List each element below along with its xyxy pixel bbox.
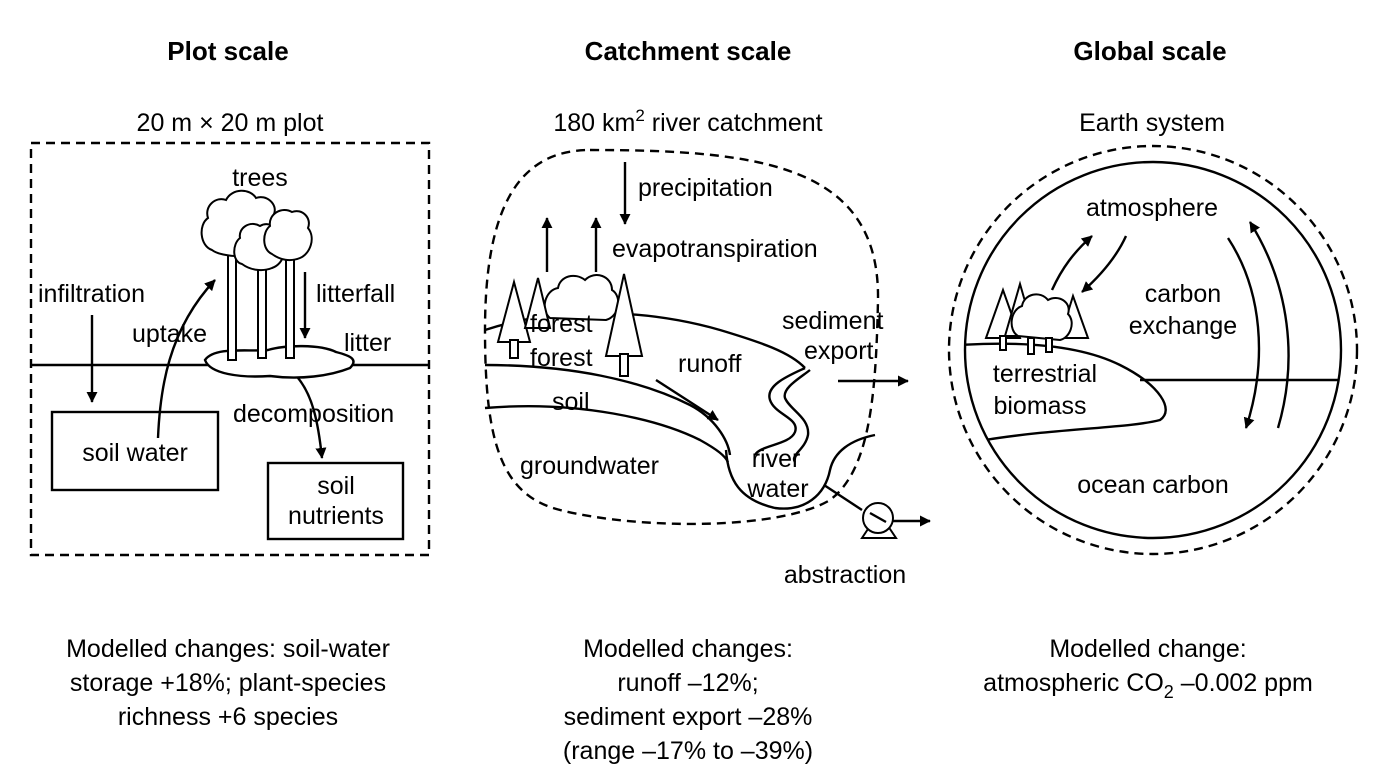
global-scale-panel: Global scale Earth system atmosphere car… [947,36,1359,702]
evapotranspiration-label: evapotranspiration [612,235,818,263]
biomass-to-atmosphere-arrow [1050,235,1093,291]
catchment-caption-line2: runoff –12%; [617,669,758,697]
atmosphere-to-ocean-arrow [1226,237,1261,429]
ocean-carbon-label: ocean carbon [1077,471,1229,499]
plot-size-label: 20 m × 20 m plot [137,109,324,137]
runoff-arrow [655,378,719,422]
decomposition-arrow [297,377,327,459]
abstraction-label: abstraction [784,561,906,589]
plot-caption-line2: storage +18%; plant-species [70,669,386,697]
pump-icon [860,502,898,539]
catchment-caption-line1: Modelled changes: [583,635,793,663]
plot-scale-panel: Plot scale 20 m × 20 m plot trees infilt… [29,36,431,731]
soil-nutrients-label-line1: soil [317,472,355,500]
uptake-label: uptake [132,320,207,348]
catchment-scale-title: Catchment scale [585,36,792,66]
plot-caption-line3: richness +6 species [118,703,338,731]
land-outline [965,342,1167,442]
soil-top-line [484,363,732,456]
forest-icon [496,273,644,377]
river-channel [724,433,876,510]
global-caption-line2: atmospheric CO2 –0.002 ppm [983,669,1313,702]
ocean-to-atmosphere-arrow [1248,221,1290,429]
catchment-boundary [483,148,880,526]
infiltration-label: infiltration [38,280,145,308]
plot-caption-line1: Modelled changes: soil-water [66,635,390,663]
plot-boundary [29,141,431,557]
sediment-label-line2: export [804,337,874,365]
river-water-label-line2: water [746,475,808,503]
river-meander-left [753,366,806,456]
earth-system-label: Earth system [1079,109,1225,137]
plot-scale-title: Plot scale [167,36,288,66]
terrestrial-biomass-label-line1: terrestrial [993,360,1097,388]
catchment-size-label: 180 km2 river catchment [553,106,822,137]
earth-circle [963,160,1343,540]
forest-label-line1: forest [530,310,593,338]
forest-label-line2: forest [530,344,593,372]
carbon-exchange-label-line2: exchange [1129,312,1237,340]
soil-water-label: soil water [82,439,188,467]
terrestrial-biomass-label-line2: biomass [993,392,1086,420]
soil-water-box [50,410,220,492]
runoff-label: runoff [678,350,742,378]
earth-system-boundary [947,144,1359,556]
precipitation-label: precipitation [638,174,773,202]
global-scale-title: Global scale [1073,36,1226,66]
atmosphere-to-biomass-arrow [1081,235,1128,293]
soil-nutrients-box [266,461,405,541]
litter-label: litter [344,329,391,357]
catchment-scale-panel: Catchment scale 180 km2 river catchment … [483,36,931,765]
soil-label: soil [552,388,590,416]
catchment-caption-line4: (range –17% to –39%) [563,737,813,765]
groundwater-label: groundwater [520,452,659,480]
atmosphere-label: atmosphere [1086,194,1218,222]
uptake-arrow [156,279,216,439]
abstraction-pipe [823,483,863,512]
trees-label: trees [232,164,288,192]
groundwater-top-line [484,405,730,463]
terrestrial-trees-icon [984,280,1090,355]
river-water-label-line1: river [752,445,801,473]
carbon-exchange-label-line1: carbon [1145,280,1221,308]
river-meander-right [783,369,811,463]
soil-nutrients-label-line2: nutrients [288,502,384,530]
global-caption-line1: Modelled change: [1049,635,1246,663]
litterfall-label: litterfall [316,280,395,308]
sediment-label-line1: sediment [782,307,883,335]
catchment-caption-line3: sediment export –28% [564,703,813,731]
trees-icon [200,189,313,361]
